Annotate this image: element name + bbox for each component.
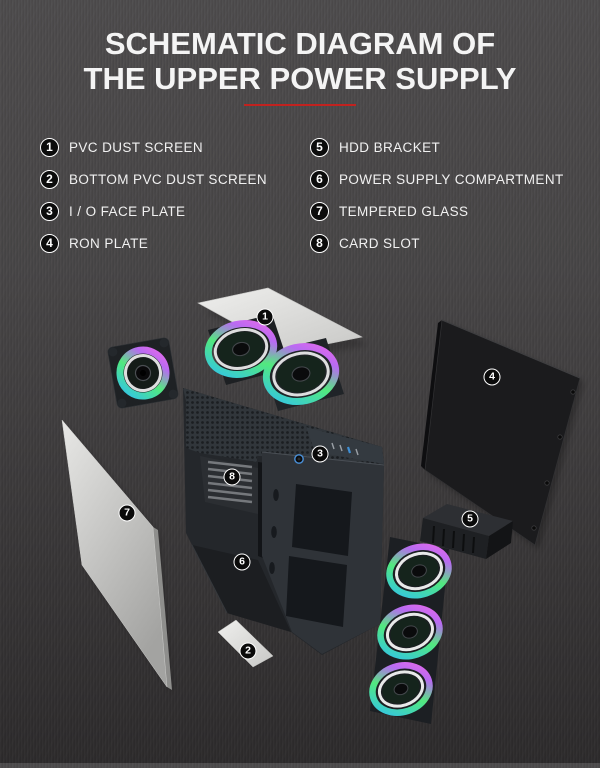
callout-6-power-supply-compartment: 6 bbox=[233, 553, 251, 571]
callout-1-pvc-dust-screen: 1 bbox=[256, 308, 274, 326]
legend-column-right: 5 HDD BRACKET 6 POWER SUPPLY COMPARTMENT… bbox=[310, 137, 564, 265]
legend-item-5: 5 HDD BRACKET bbox=[310, 137, 564, 157]
chassis-front-mesh bbox=[186, 392, 257, 462]
legend-label: BOTTOM PVC DUST SCREEN bbox=[69, 171, 268, 187]
rgb-fan bbox=[377, 604, 443, 660]
legend-column-left: 1 PVC DUST SCREEN 2 BOTTOM PVC DUST SCRE… bbox=[40, 137, 267, 265]
io-port-details bbox=[294, 442, 359, 464]
part-tempered-glass bbox=[61, 419, 172, 690]
callout-5-hdd-bracket: 5 bbox=[461, 510, 479, 528]
part-bottom-fan-strip bbox=[369, 537, 452, 724]
title-line-1: SCHEMATIC DIAGRAM OF bbox=[104, 26, 496, 61]
callout-3-io-face-plate: 3 bbox=[311, 445, 329, 463]
legend-number-badge: 5 bbox=[310, 137, 329, 157]
legend-item-4: 4 RON PLATE bbox=[40, 233, 267, 253]
legend-item-6: 6 POWER SUPPLY COMPARTMENT bbox=[310, 169, 564, 189]
callout-7-tempered-glass: 7 bbox=[118, 504, 136, 522]
rgb-fan bbox=[386, 543, 452, 599]
legend-label: POWER SUPPLY COMPARTMENT bbox=[339, 171, 564, 187]
legend-item-3: 3 I / O FACE PLATE bbox=[40, 201, 267, 221]
legend-label: HDD BRACKET bbox=[339, 139, 441, 155]
callout-8-card-slot: 8 bbox=[223, 468, 241, 486]
page-title: SCHEMATIC DIAGRAM OF THE UPPER POWER SUP… bbox=[0, 26, 600, 96]
legend-number-badge: 1 bbox=[40, 137, 59, 157]
rgb-fan bbox=[204, 320, 278, 378]
title-underline bbox=[244, 104, 356, 106]
legend-item-1: 1 PVC DUST SCREEN bbox=[40, 137, 267, 157]
chassis-psu-floor bbox=[192, 545, 291, 632]
legend-item-8: 8 CARD SLOT bbox=[310, 233, 564, 253]
legend-label: RON PLATE bbox=[69, 235, 149, 251]
legend-number-badge: 4 bbox=[40, 233, 59, 253]
rgb-fan bbox=[369, 662, 433, 716]
legend-item-7: 7 TEMPERED GLASS bbox=[310, 201, 564, 221]
legend-number-badge: 7 bbox=[310, 201, 329, 221]
part-left-rgb-fan bbox=[107, 337, 179, 409]
part-case-chassis bbox=[183, 388, 385, 655]
part-hdd-bracket bbox=[420, 504, 513, 559]
legend-item-2: 2 BOTTOM PVC DUST SCREEN bbox=[40, 169, 267, 189]
title-line-2: THE UPPER POWER SUPPLY bbox=[83, 61, 517, 96]
legend-number-badge: 3 bbox=[40, 201, 59, 221]
legend-number-badge: 2 bbox=[40, 169, 59, 189]
chassis-io-deck bbox=[306, 427, 384, 464]
header: SCHEMATIC DIAGRAM OF THE UPPER POWER SUP… bbox=[0, 26, 600, 106]
callout-2-bottom-pvc-dust-screen: 2 bbox=[239, 642, 257, 660]
legend-label: I / O FACE PLATE bbox=[69, 203, 186, 219]
legend-label: PVC DUST SCREEN bbox=[69, 139, 204, 155]
legend-number-badge: 6 bbox=[310, 169, 329, 189]
part-ron-plate bbox=[421, 319, 584, 549]
legend-label: TEMPERED GLASS bbox=[339, 203, 469, 219]
legend-number-badge: 8 bbox=[310, 233, 329, 253]
callout-4-ron-plate: 4 bbox=[483, 368, 501, 386]
legend-label: CARD SLOT bbox=[339, 235, 420, 251]
